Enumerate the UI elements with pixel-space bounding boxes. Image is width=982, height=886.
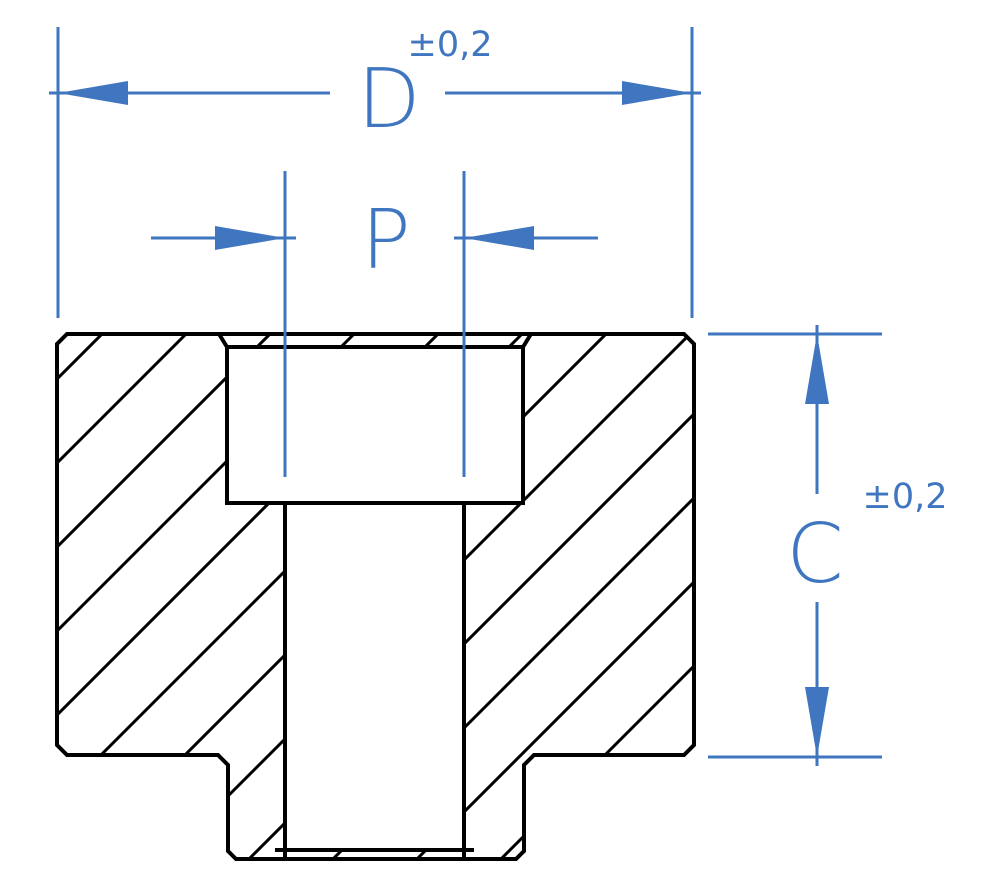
counterbore-chamfer-left (217, 332, 229, 349)
hatch-line (374, 334, 694, 859)
dimension-p: P (151, 171, 598, 477)
dimension-label-p: P (361, 193, 410, 288)
hatch-line (57, 334, 306, 859)
arrow-c-top (805, 334, 829, 404)
dimension-c: C ±0,2 (708, 325, 948, 766)
dimension-label-d: D (357, 52, 420, 147)
dimension-d: D ±0,2 (49, 25, 701, 318)
counterbore-outline (225, 345, 525, 505)
hatch-line (0, 300, 52, 886)
arrow-p-left (215, 226, 285, 250)
arrow-p-right (464, 226, 534, 250)
hatch-line (57, 334, 474, 859)
hatch-line (57, 334, 558, 859)
arrow-left (58, 81, 128, 105)
tolerance-label-d: ±0,2 (408, 25, 493, 65)
hatch-line (57, 334, 138, 859)
arrow-c-bottom (805, 687, 829, 757)
dimension-label-c: C (786, 507, 843, 602)
hatch-line (57, 334, 222, 859)
arrow-right (622, 81, 692, 105)
counterbore-chamfer-right (521, 332, 533, 349)
hatch-line (458, 334, 694, 859)
hatch-line (206, 334, 694, 859)
part-outline (55, 332, 696, 861)
hatch-line (542, 334, 694, 859)
tolerance-label-c: ±0,2 (863, 477, 948, 517)
